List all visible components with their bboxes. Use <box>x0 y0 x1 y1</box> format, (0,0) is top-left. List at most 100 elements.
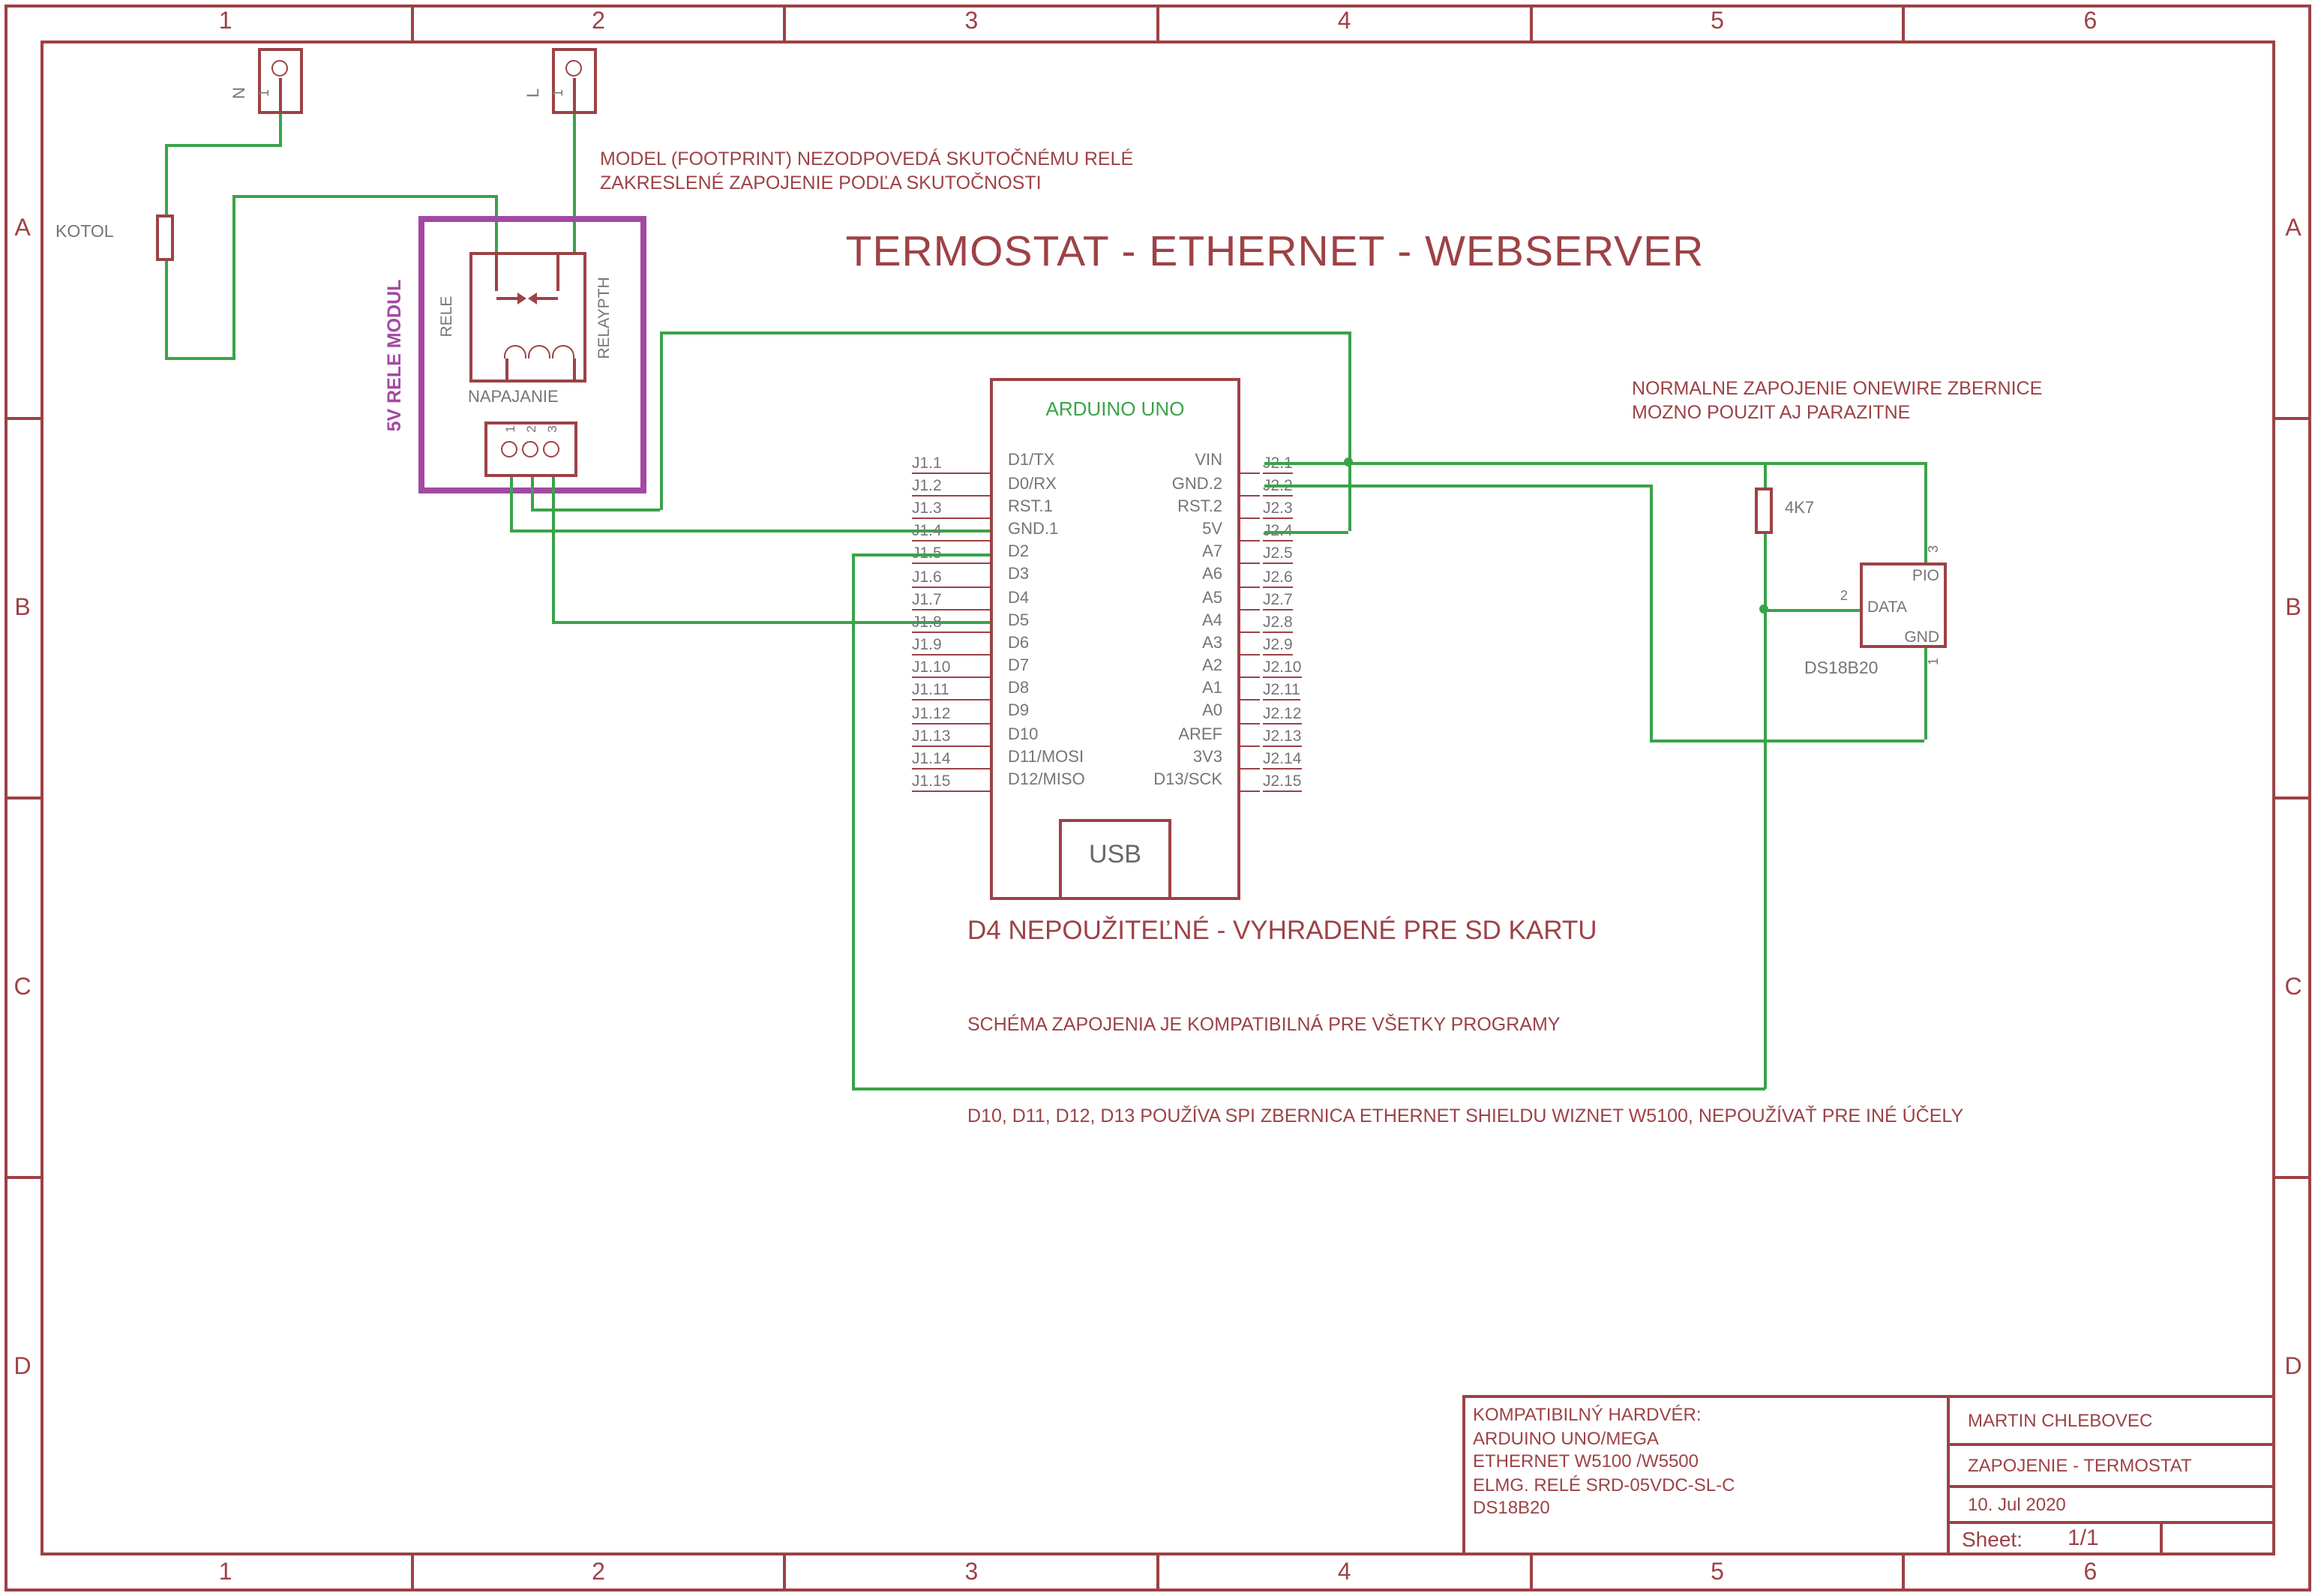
pin-net-label: J2.3 <box>1263 499 1293 519</box>
pin-stub <box>1240 477 1260 496</box>
wire <box>852 554 990 556</box>
arduino-pin-row: J2.13 <box>1240 724 1345 747</box>
pin-name: D1/TX <box>1008 452 1055 470</box>
pin-name: A5 <box>1202 589 1222 608</box>
pin-stub <box>1240 728 1260 747</box>
wire <box>1264 462 1924 465</box>
relay-arrow-icon <box>528 292 537 304</box>
ds18b20-pin-data: DATA <box>1867 598 1907 616</box>
pin-stub <box>1240 614 1260 633</box>
arduino-left-conn-labels: J1.1 J1.2 J1.3 J1.4 J1.5 <box>912 451 990 793</box>
relay-header-pin-number: 2 <box>523 425 538 433</box>
frame-column-label: 1 <box>218 1560 232 1586</box>
connector-l-label: L <box>525 88 543 98</box>
pin-net-label: J1.11 <box>912 681 949 701</box>
relay-header-pin-number: 3 <box>544 425 559 433</box>
spi-note: D10, D11, D12, D13 POUŽÍVA SPI ZBERNICA … <box>967 1106 1964 1126</box>
pin-net-label: J2.15 <box>1263 772 1302 793</box>
wire <box>1264 484 1650 488</box>
titleblock-sheet-cell: Sheet: 1/1 <box>1947 1521 2275 1556</box>
relay-contact <box>556 252 559 291</box>
model-note-line1: MODEL (FOOTPRINT) NEZODPOVEDÁ SKUTOČNÉMU… <box>600 148 1134 170</box>
frame-column-label: 6 <box>1902 1556 2275 1592</box>
wire <box>1924 648 1927 740</box>
pullup-resistor-value: 4K7 <box>1785 500 1815 518</box>
wire <box>232 195 496 198</box>
wire <box>1348 332 1351 462</box>
arduino-pin-row: J1.9 <box>912 633 990 656</box>
frame-row-label: A <box>14 215 31 241</box>
pin-stub <box>950 728 990 747</box>
arduino-pin-row: J1.4 <box>912 519 990 542</box>
titleblock-doc-title: ZAPOJENIE - TERMOSTAT <box>1968 1455 2192 1476</box>
pin-stub <box>1240 500 1260 519</box>
pin-stub <box>1240 545 1260 565</box>
relay-header-pin-number: 1 <box>502 425 517 433</box>
wire <box>660 332 1350 334</box>
relay-coil <box>504 345 526 358</box>
titleblock-hardware-line: KOMPATIBILNÝ HARDVÉR: <box>1473 1404 1702 1425</box>
compat-note: SCHÉMA ZAPOJENIA JE KOMPATIBILNÁ PRE VŠE… <box>967 1014 1561 1035</box>
pin-name: A2 <box>1202 657 1222 676</box>
frame-column-label: 5 <box>1529 1556 1902 1592</box>
arduino-pin-row: J1.14 <box>912 747 990 770</box>
kotol-resistor <box>156 214 174 261</box>
titleblock-hardware-line: DS18B20 <box>1473 1497 1550 1518</box>
pin-name: D6 <box>1008 634 1030 652</box>
arduino-pin-row: J2.15 <box>1240 770 1345 793</box>
pin-stub <box>1240 590 1260 610</box>
model-note-line2: ZAKRESLENÉ ZAPOJENIE PODĽA SKUTOČNOSTI <box>600 172 1042 194</box>
arduino-pin-row: J1.11 <box>912 679 990 701</box>
arduino-pin-row: J1.6 <box>912 565 990 588</box>
arduino-pin-row: J2.12 <box>1240 701 1345 724</box>
frame-row-label: C <box>2275 796 2311 1176</box>
titleblock-hardware-line: ETHERNET W5100 /W5500 <box>1473 1450 1699 1472</box>
pin-net-label: J1.6 <box>912 568 942 588</box>
arduino-pin-row: J2.10 <box>1240 656 1345 679</box>
arduino-right-conn-labels: J2.1 J2.2 J2.3 J2.4 J2.5 <box>1240 451 1345 793</box>
pin-stub <box>950 659 990 679</box>
junction-dot <box>1759 604 1768 614</box>
pin-stub <box>950 750 990 770</box>
connector-n-label: N <box>231 87 249 99</box>
frame-column-label: 2 <box>410 1556 783 1592</box>
arduino-pin-row: J1.12 <box>912 701 990 724</box>
relay-power-header <box>484 422 577 477</box>
wire <box>1764 534 1767 609</box>
frame-column-label: 4 <box>1156 1556 1529 1592</box>
wire <box>552 477 555 622</box>
connector-n-pin-number: 1 <box>256 89 271 98</box>
frame-column-label: 1 <box>218 9 232 34</box>
relay-module-name: 5V RELE MODUL <box>384 279 405 432</box>
pin-name: A3 <box>1202 634 1222 652</box>
frame-column-label: 6 <box>1902 4 2275 40</box>
pin-net-label: J1.15 <box>912 772 951 793</box>
pin-net-label: J2.7 <box>1263 590 1293 610</box>
frame-column-label: 5 <box>1529 4 1902 40</box>
wire <box>660 332 663 510</box>
wire <box>531 477 534 510</box>
pin-net-label: J2.12 <box>1263 704 1302 724</box>
relay-switch-arm <box>496 297 517 300</box>
connector-l-pin-stub <box>573 78 576 114</box>
wire <box>552 621 990 624</box>
wire <box>165 144 282 147</box>
frame-inner-border <box>40 40 2275 1556</box>
pin-name: 5V <box>1202 520 1222 538</box>
arduino-pin-row: J2.11 <box>1240 679 1345 701</box>
arduino-pin-row: J2.7 <box>1240 587 1345 610</box>
page-title: TERMOSTAT - ETHERNET - WEBSERVER <box>845 228 1705 276</box>
pin-net-label: J1.2 <box>912 476 942 496</box>
wire <box>1650 740 1924 742</box>
relay-coil <box>528 345 550 358</box>
wire <box>852 554 855 1089</box>
frame-column-label: 3 <box>783 4 1156 40</box>
pin-stub <box>1240 682 1260 701</box>
pin-net-label: J2.9 <box>1263 636 1293 656</box>
pin-name: VIN <box>1195 452 1222 470</box>
pin-name: A0 <box>1202 702 1222 721</box>
